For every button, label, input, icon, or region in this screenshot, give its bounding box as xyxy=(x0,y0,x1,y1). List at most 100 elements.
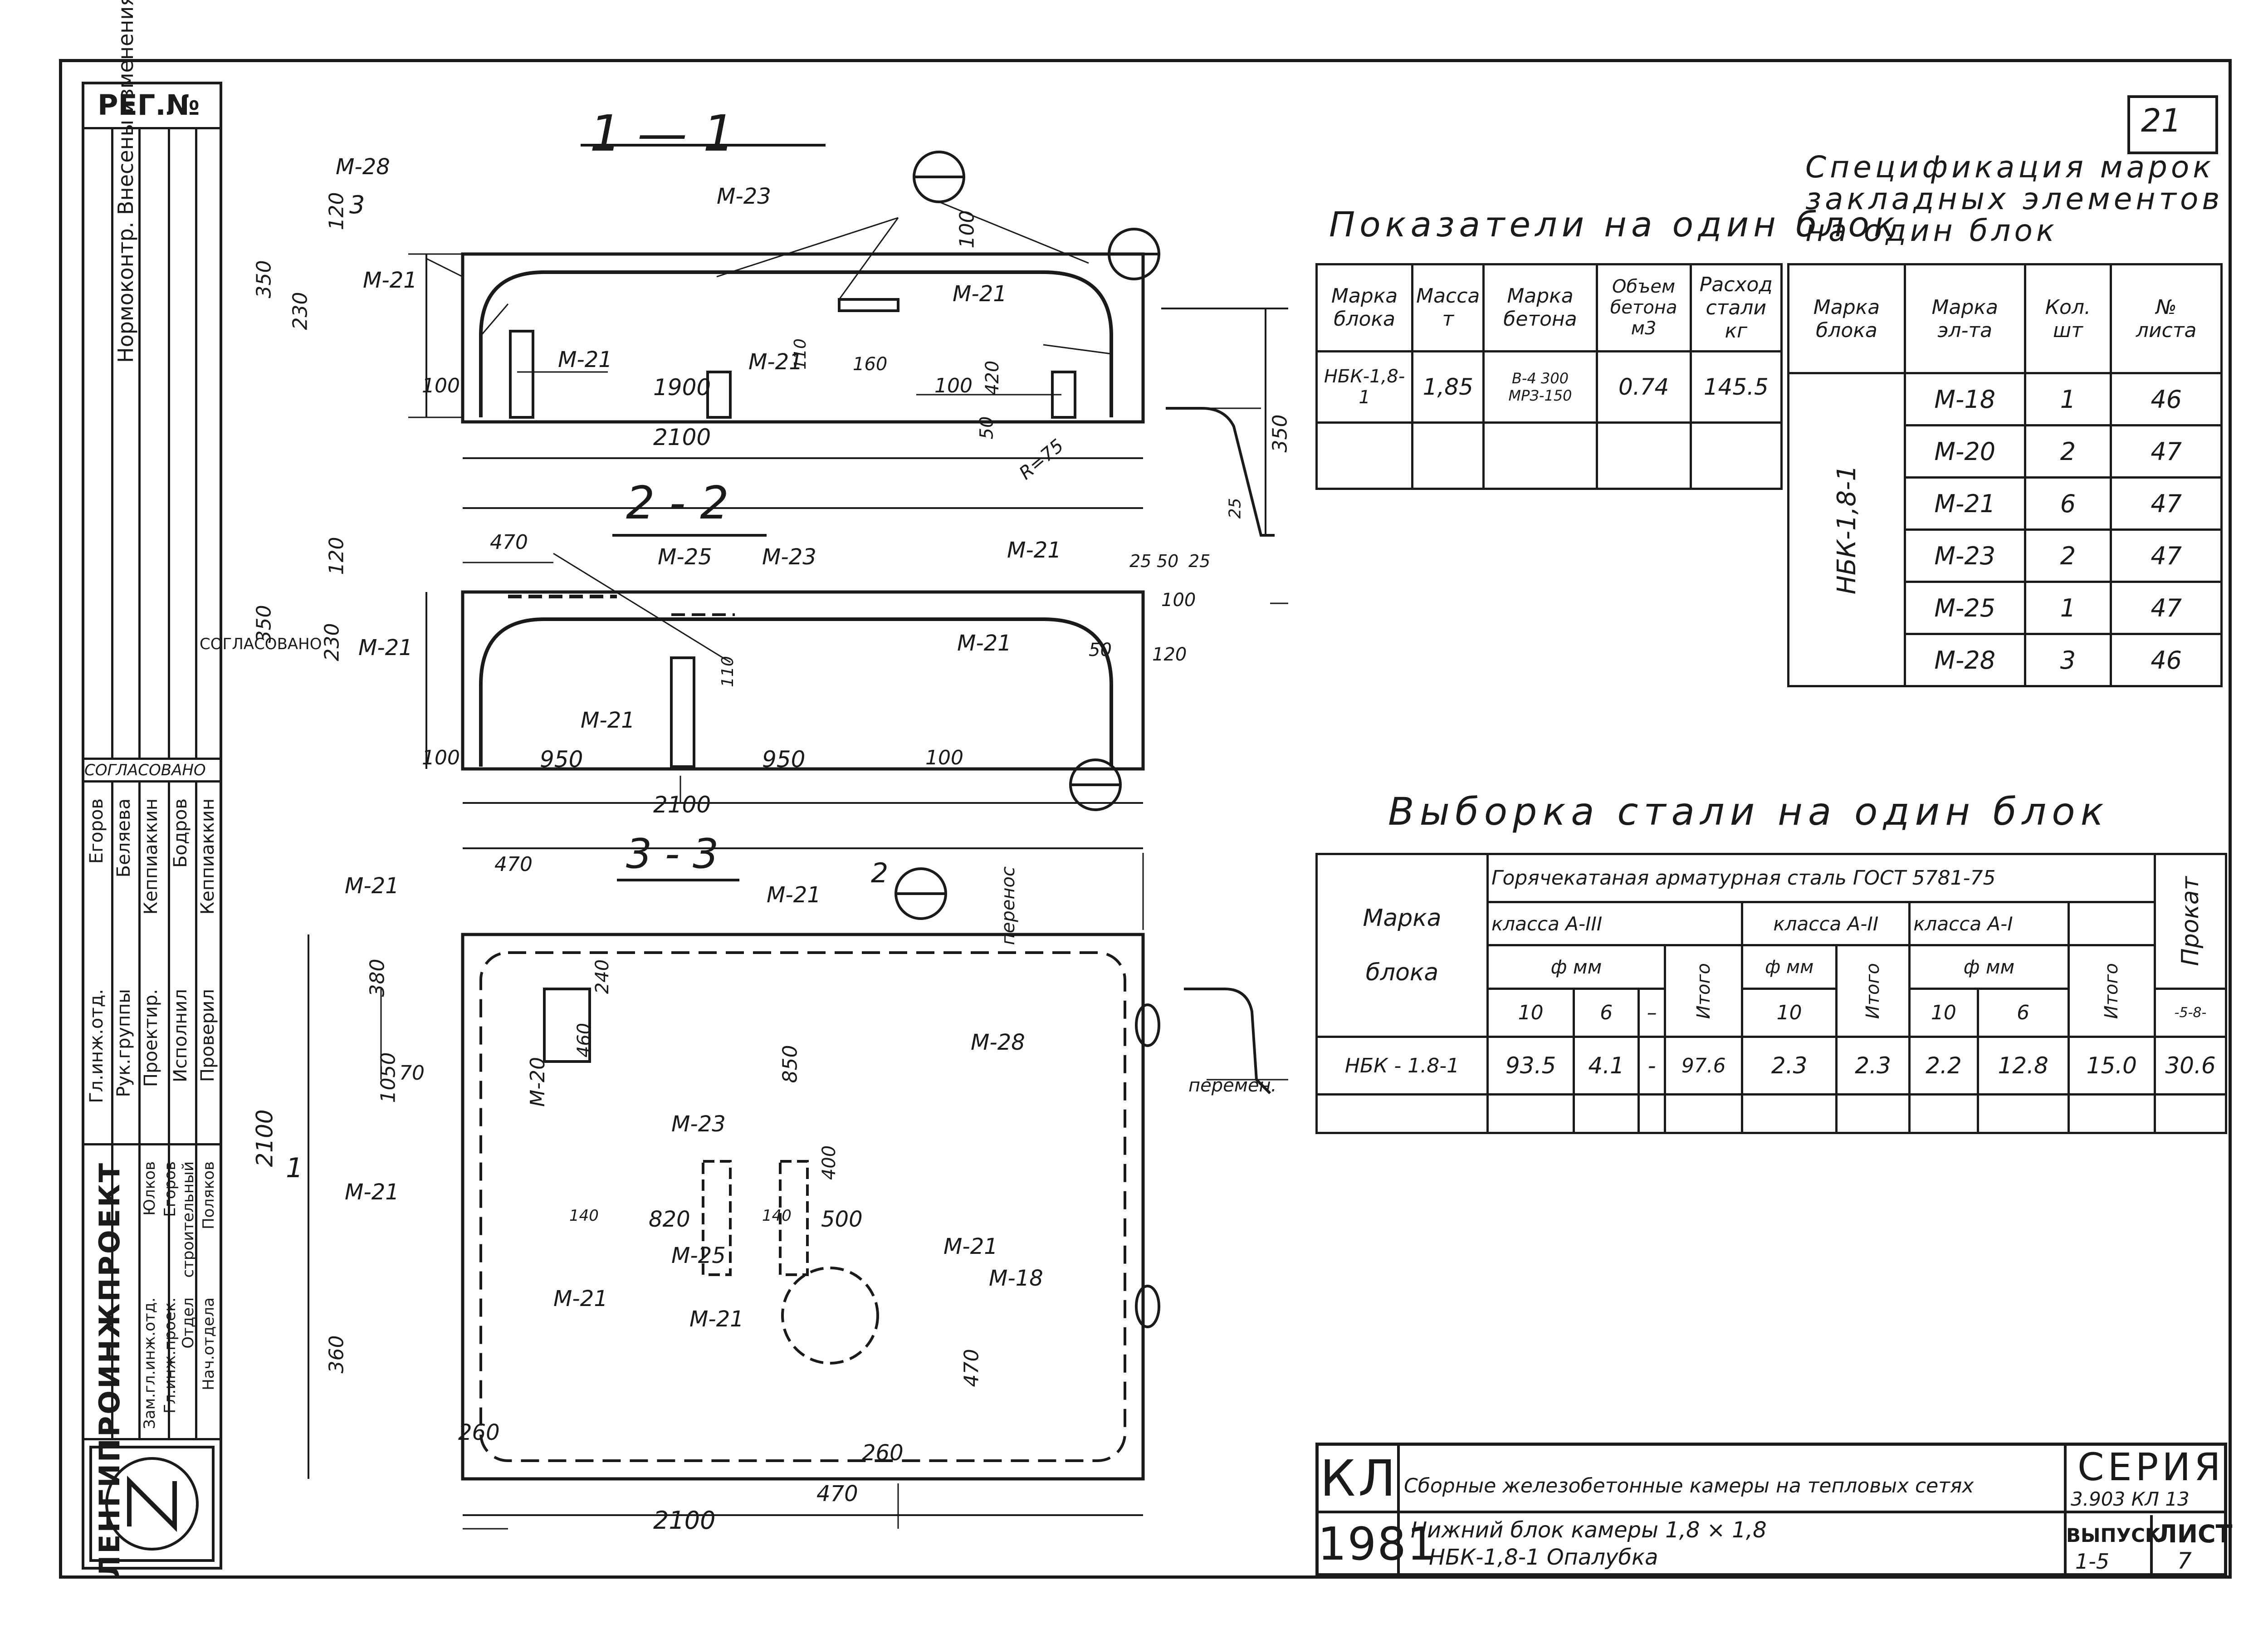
role-4: Проверил xyxy=(197,989,218,1082)
label-m21: М-21 xyxy=(689,1306,744,1332)
stamp-vline xyxy=(138,127,141,758)
label-m21: М-21 xyxy=(363,268,417,293)
spec-cell: 47 xyxy=(2110,528,2223,583)
spec-title-1: Спецификация марок xyxy=(1805,150,2215,185)
tb-sheet-value: 7 xyxy=(2177,1548,2192,1574)
changes-title: Нормоконтр. Внесены изменения xyxy=(113,0,138,363)
spec-cell: 2 xyxy=(2024,424,2112,479)
stamp-line xyxy=(82,758,222,760)
spec-cell: 47 xyxy=(2110,476,2223,531)
dim: 120 xyxy=(1152,644,1187,665)
label-m21: М-21 xyxy=(943,1234,998,1259)
stamp-vline xyxy=(111,127,113,758)
dim: 100 xyxy=(955,210,979,249)
steel-cell: 12.8 xyxy=(1976,1035,2070,1096)
h: Кол. xyxy=(2045,295,2091,319)
steel-cell: - xyxy=(1637,1035,1666,1096)
spec-cell: М-23 xyxy=(1904,528,2026,583)
tb-project: Сборные железобетонные камеры на тепловы… xyxy=(1404,1474,1974,1497)
agreed-label: СОГЛАСОВАНО xyxy=(200,635,322,653)
steel-size: 10 xyxy=(1741,987,1838,1038)
h: стали кг xyxy=(1706,296,1767,342)
steel-cell xyxy=(1741,1093,1838,1134)
dim: 50 xyxy=(1089,640,1112,660)
total-label: Итого xyxy=(2101,963,2122,1019)
steel-diam-header: ф мм xyxy=(1741,944,1838,990)
stamp-line xyxy=(82,1143,222,1145)
spec-cell: М-28 xyxy=(1904,633,2026,687)
spec-header-cell: Кол.шт xyxy=(2024,263,2112,374)
label-m21: М-21 xyxy=(767,882,821,908)
indicators-cell xyxy=(1689,421,1783,490)
dim: 2100 xyxy=(653,792,711,818)
tb-hline xyxy=(1315,1511,2227,1513)
name2-3: Поляков xyxy=(200,1161,218,1229)
stamp-vline xyxy=(195,780,197,1438)
h: блока xyxy=(1334,308,1395,331)
steel-group-header: Горячекатаная арматурная сталь ГОСТ 5781… xyxy=(1486,852,2156,904)
dim: 2100 xyxy=(251,1109,278,1167)
steel-cell xyxy=(1315,1093,1489,1134)
steel-cell: 30.6 xyxy=(2154,1035,2227,1096)
stamp-line xyxy=(82,1438,222,1440)
label-m21: М-21 xyxy=(581,708,635,733)
section-1-title: 1 — 1 xyxy=(590,104,735,162)
role-0: Гл.инж.отд. xyxy=(86,989,107,1103)
steel-cell xyxy=(1908,1093,1979,1134)
dim: 50 xyxy=(976,416,997,440)
total-label: Итого xyxy=(1693,963,1714,1019)
spec-cell: 47 xyxy=(2110,581,2223,635)
h: блока xyxy=(1365,959,1439,986)
label-perenos: перенос xyxy=(998,866,1019,945)
role2-0: Зам.гл.инж.отд. xyxy=(141,1297,159,1429)
dim: 1900 xyxy=(653,374,711,401)
steel-title: Выборка стали на один блок xyxy=(1388,789,2109,834)
steel-size: – xyxy=(1637,987,1666,1038)
dim: 50 xyxy=(1157,551,1179,571)
dim: 350 xyxy=(252,605,276,643)
steel-cell: 2.2 xyxy=(1908,1035,1979,1096)
tb-vline xyxy=(1397,1443,1400,1576)
label-m28: М-28 xyxy=(336,154,390,180)
label-m23: М-23 xyxy=(671,1111,726,1137)
indicators-title: Показатели на один блок xyxy=(1329,204,1899,245)
steel-class-header: класса А-I xyxy=(1908,901,2070,947)
h: Марка xyxy=(1507,284,1574,308)
label-m21: М-21 xyxy=(957,631,1012,656)
spec-cell: 46 xyxy=(2110,372,2223,426)
dim: 3 xyxy=(349,191,365,219)
dim: 120 xyxy=(325,192,348,230)
steel-rolled-header: Прокат xyxy=(2154,853,2227,990)
spec-block-cell: НБК-1,8-1 xyxy=(1787,372,1906,687)
org-logo xyxy=(89,1446,215,1562)
h: Марка xyxy=(1331,284,1398,308)
spec-cell: 2 xyxy=(2024,528,2112,583)
spec-cell: М-21 xyxy=(1904,476,2026,531)
indicators-cell xyxy=(1411,421,1485,490)
label-m23: М-23 xyxy=(717,184,771,209)
steel-class-header: класса А-III xyxy=(1486,901,1744,947)
indicators-cell xyxy=(1482,421,1598,490)
h: шт xyxy=(2053,318,2083,342)
section-3-title: 3 - 3 xyxy=(626,830,719,878)
steel-cell xyxy=(2154,1093,2227,1134)
spec-cell: 47 xyxy=(2110,424,2223,479)
h: Расход xyxy=(1699,273,1773,296)
steel-cell: 93.5 xyxy=(1486,1035,1575,1096)
steel-class-header: класса А-II xyxy=(1741,901,1911,947)
dim: 820 xyxy=(649,1207,690,1232)
steel-cell xyxy=(1835,1093,1911,1134)
page-number-box xyxy=(2127,95,2218,154)
steel-diam-header: ф мм xyxy=(1908,944,2070,990)
dim: 100 xyxy=(934,374,973,397)
label-m21: М-21 xyxy=(345,873,399,899)
indicators-cell: 145.5 xyxy=(1689,350,1783,424)
name-2: Кеппиаккин xyxy=(141,798,161,915)
tb-series-value: 3.903 КЛ 13 xyxy=(2071,1488,2190,1510)
label-m21: М-21 xyxy=(1007,538,1061,563)
label-m18: М-18 xyxy=(989,1266,1043,1291)
spec-cell: М-18 xyxy=(1904,372,2026,426)
